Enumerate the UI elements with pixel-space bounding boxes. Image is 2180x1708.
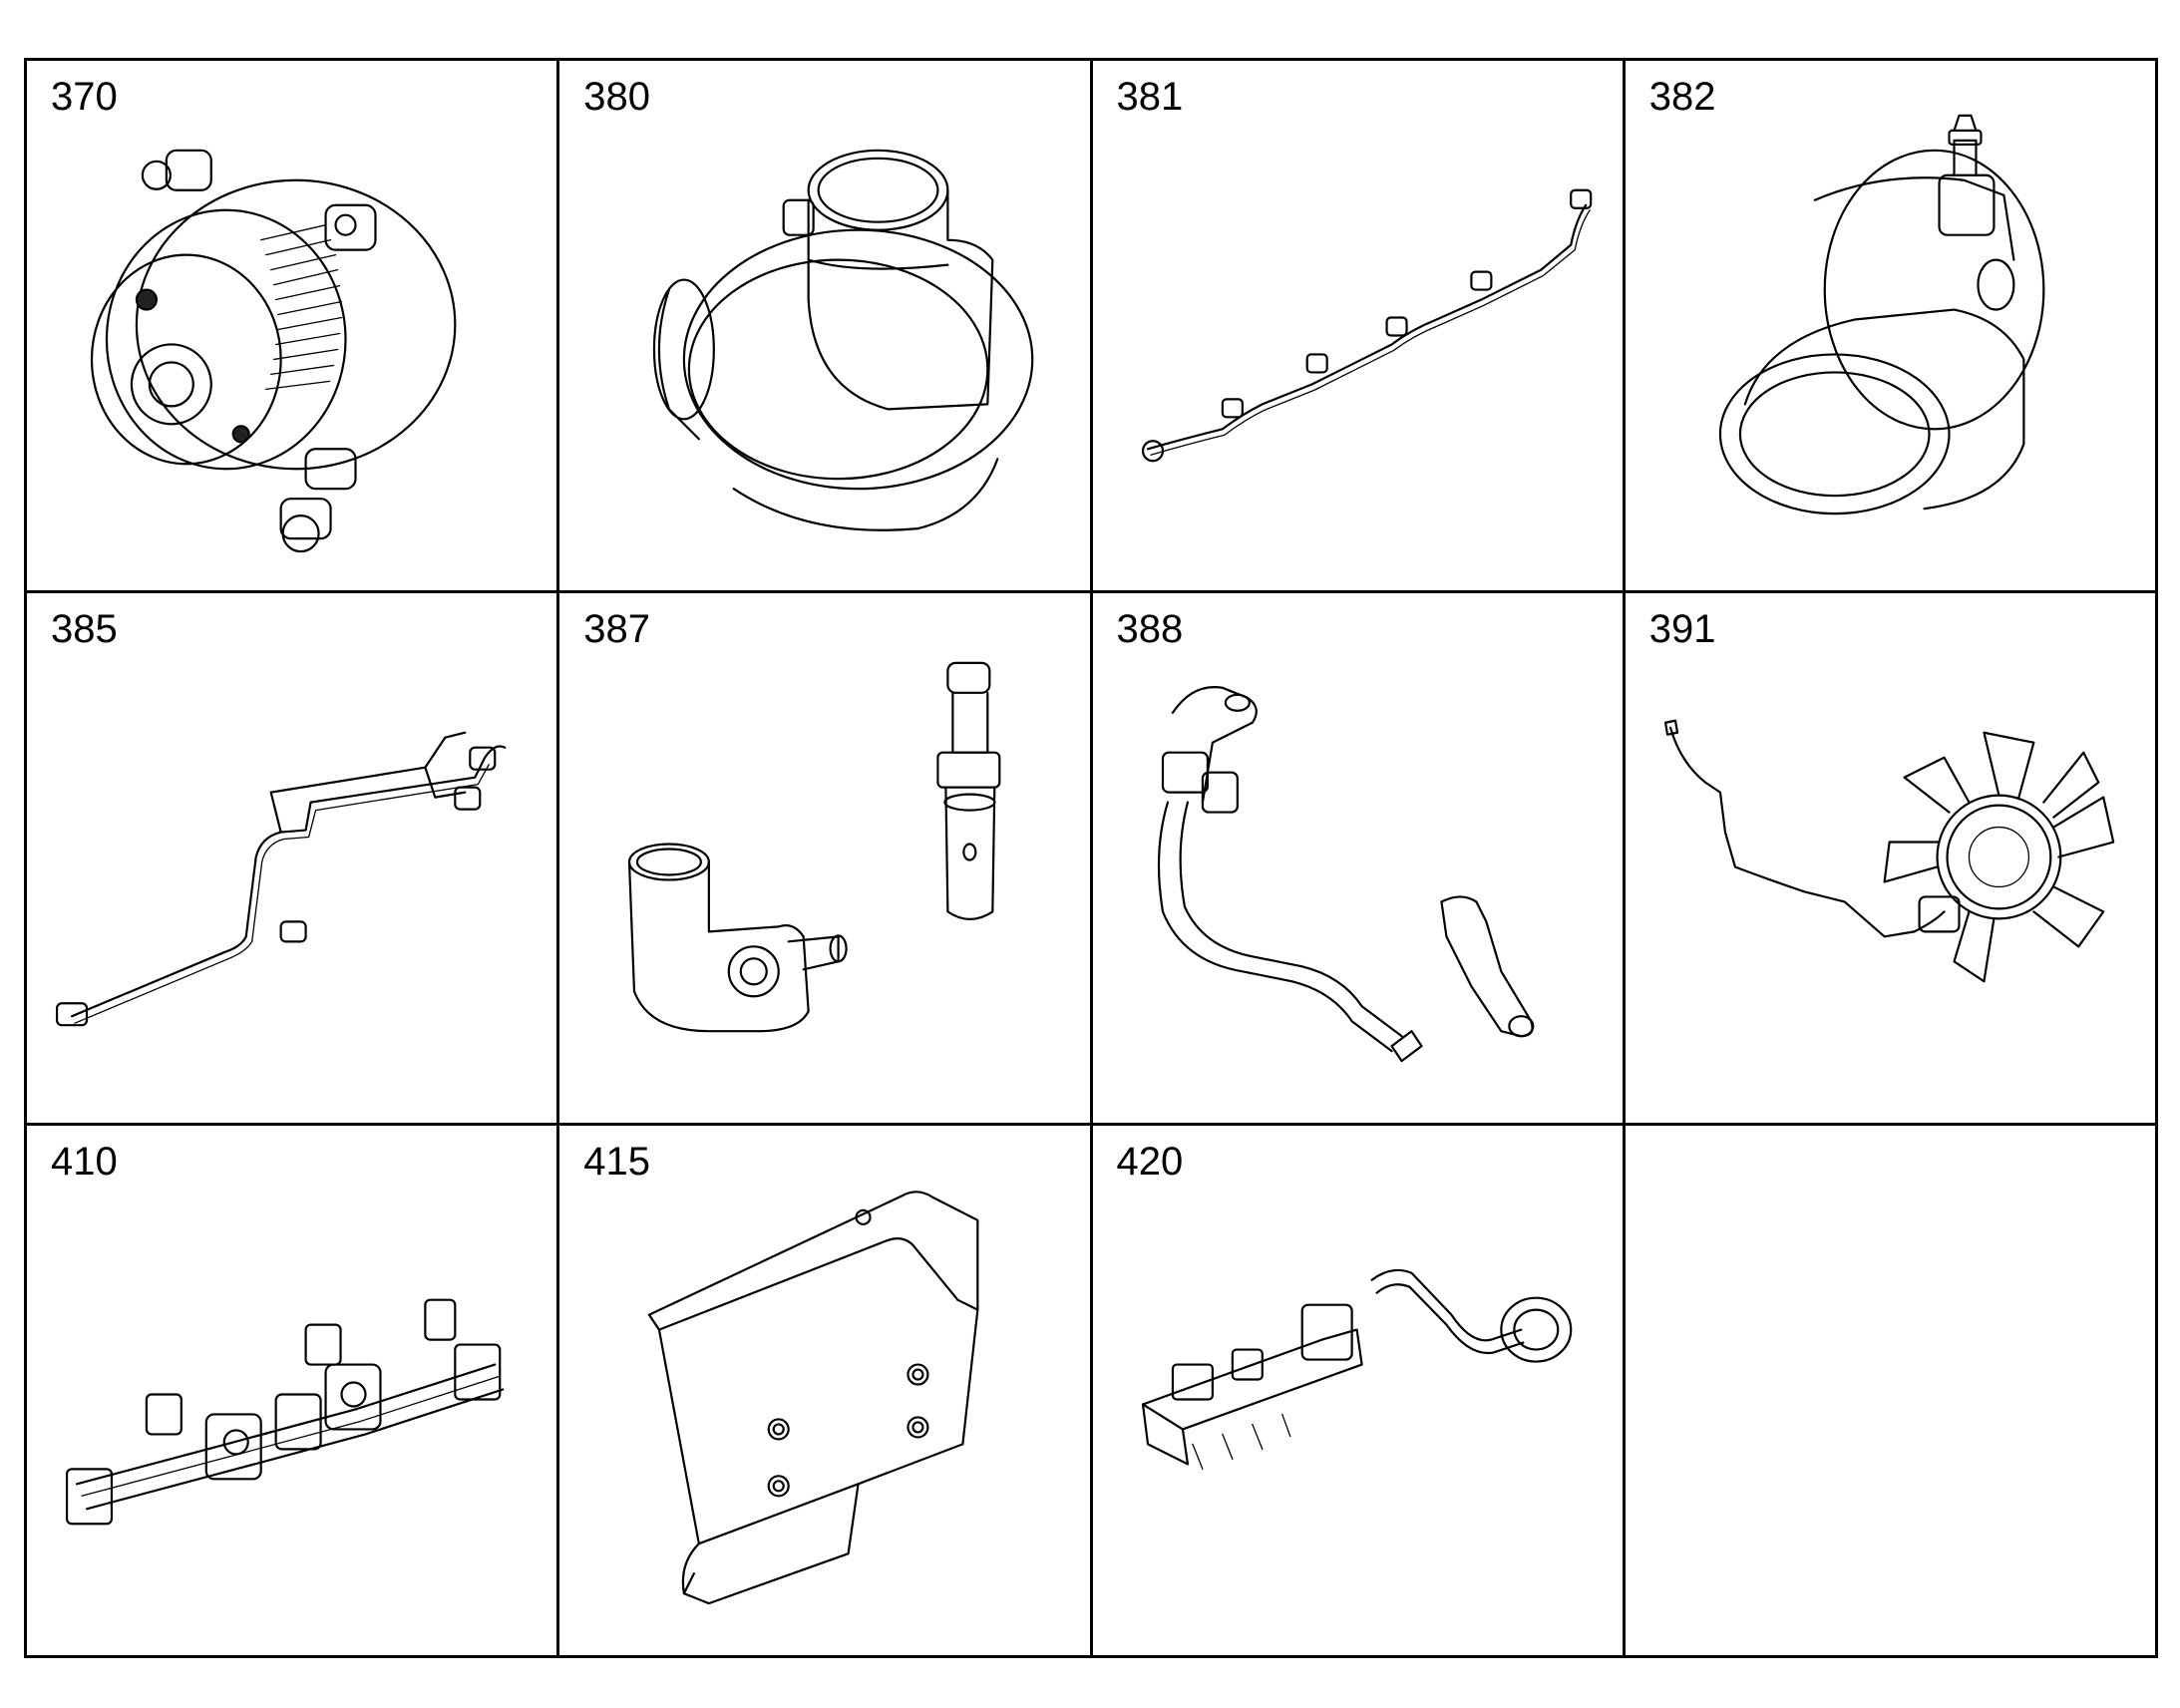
part-cell-382[interactable]: 382 [1625,61,2158,593]
wire-harness-icon [1141,188,1592,463]
part-cell-385[interactable]: 385 [27,593,560,1126]
water-outlet-connector-icon [628,661,1001,1033]
part-cell-410[interactable]: 410 [27,1126,560,1658]
thermostat-housing-icon [653,149,1034,531]
elbow-housing-icon [1718,114,2045,515]
part-cell-388[interactable]: 388 [1092,593,1626,1126]
part-cell-420[interactable]: 420 [1092,1126,1626,1658]
part-number: 385 [51,607,118,651]
parts-grid: 370 380 [24,58,2158,1658]
tube-assembly-icon [55,731,507,1027]
part-number: 387 [583,607,650,651]
part-cell-391[interactable]: 391 [1625,593,2158,1126]
part-number: 380 [583,75,650,119]
exhaust-manifold-icon [65,1298,505,1526]
part-number: 420 [1116,1140,1184,1184]
part-number: 381 [1116,75,1184,119]
part-cell-380[interactable]: 380 [559,61,1093,593]
fan-drive-icon [1663,719,2115,983]
part-number: 410 [51,1140,118,1184]
part-number: 370 [51,75,118,119]
part-cell-381[interactable]: 381 [1092,61,1626,593]
part-cell-370[interactable]: 370 [27,61,560,593]
part-cell-387[interactable]: 387 [559,593,1093,1126]
coolant-pipe-icon [1157,686,1534,1063]
empty-cell [1625,1126,2158,1658]
egr-assembly-icon [1141,1268,1572,1471]
part-number: 415 [583,1140,650,1184]
part-cell-415[interactable]: 415 [559,1126,1093,1658]
part-number: 382 [1648,75,1716,119]
part-number: 391 [1648,607,1716,651]
part-number: 388 [1116,607,1184,651]
heat-shield-icon [648,1191,979,1605]
water-pump-icon [90,149,457,553]
